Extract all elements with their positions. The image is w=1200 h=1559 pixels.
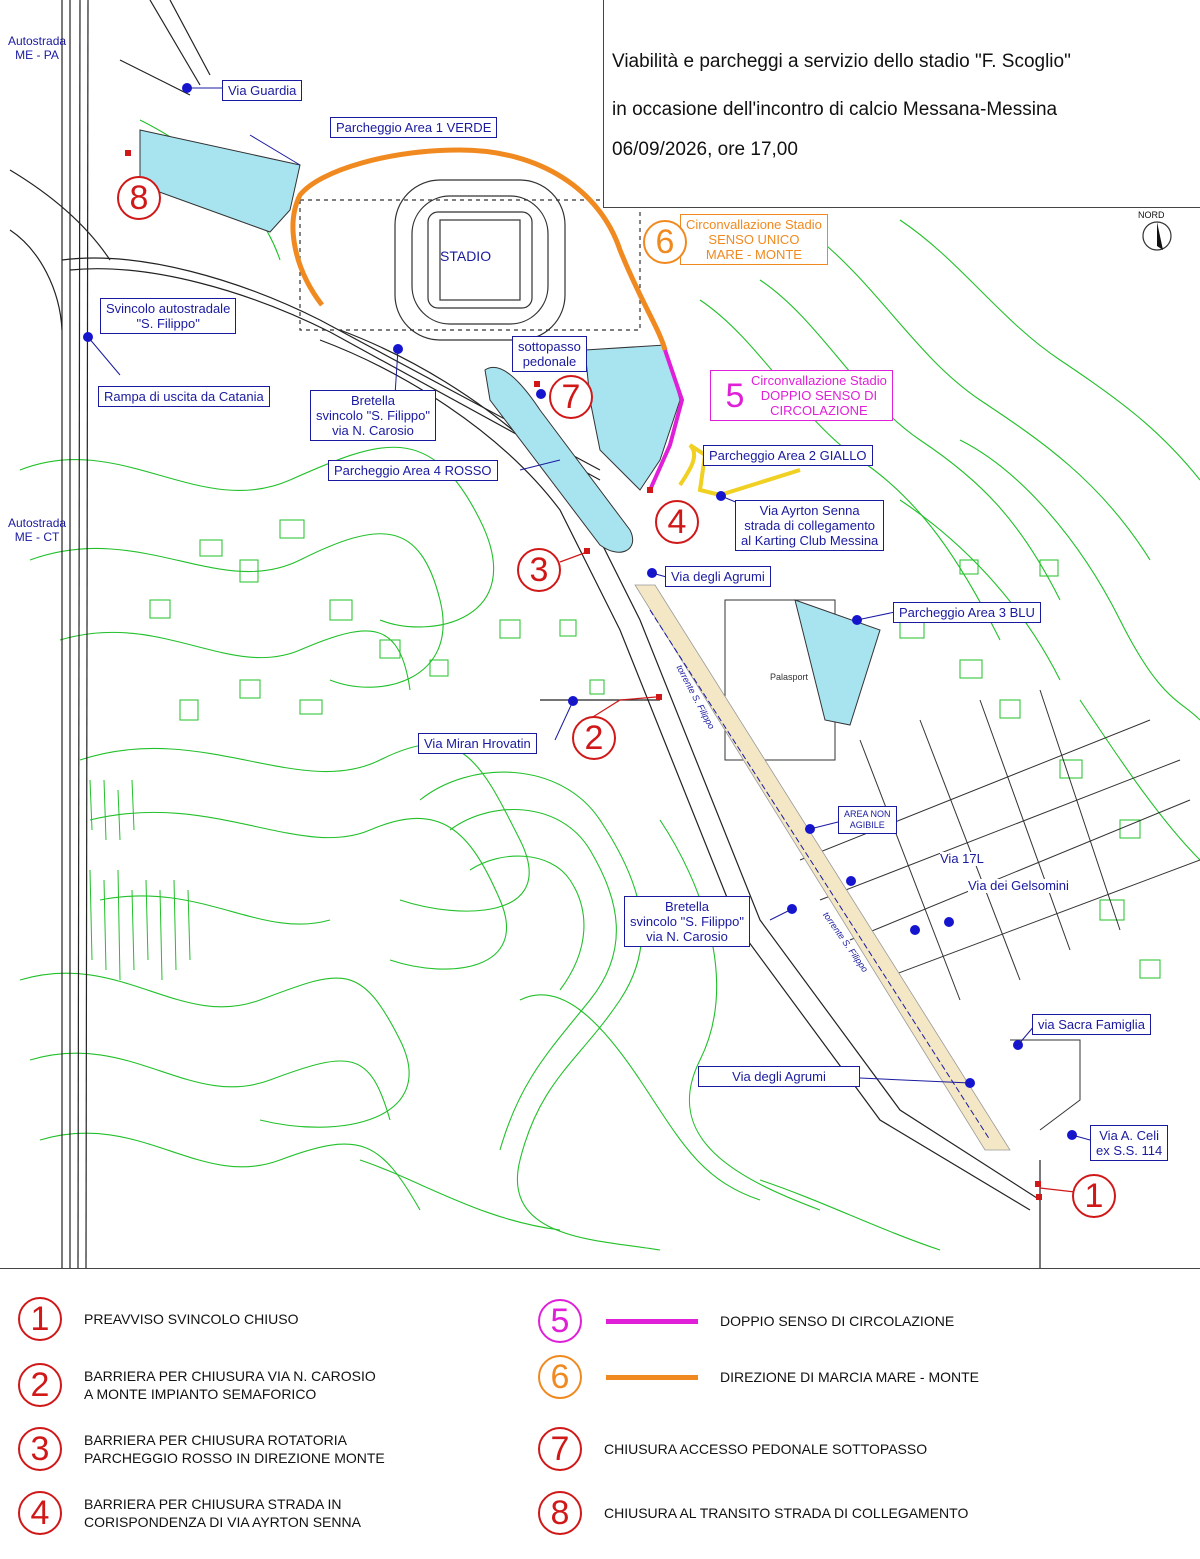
legend-text-8: CHIUSURA AL TRANSITO STRADA DI COLLEGAME… — [604, 1505, 969, 1521]
map-badge-3: 3 — [517, 548, 561, 592]
legend-item-5: 5 DOPPIO SENSO DI CIRCOLAZIONE — [538, 1299, 954, 1343]
north-label: NORD — [1138, 210, 1165, 220]
parking-verde — [139, 129, 301, 233]
one-way-road-orange — [290, 147, 668, 351]
label-parcheggio-rosso: Parcheggio Area 4 ROSSO — [328, 460, 498, 481]
title-line-1: Viabilità e parcheggi a servizio dello s… — [612, 51, 1071, 72]
badge-arrows — [559, 551, 1076, 1193]
title-box: Viabilità e parcheggi a servizio dello s… — [603, 0, 1200, 208]
label-autostrada-pa: Autostrada ME - PA — [8, 34, 67, 62]
legend-badge-4: 4 — [18, 1491, 62, 1535]
legend-item-4: 4 BARRIERA PER CHIUSURA STRADA IN CORISP… — [18, 1491, 361, 1535]
parking-blu — [794, 599, 881, 726]
torrente-line — [649, 609, 991, 1141]
label-via-agrumi-1: Via degli Agrumi — [665, 566, 771, 587]
title-line-3: 06/09/2026, ore 17,00 — [612, 139, 798, 160]
label-bretella-2: Bretella svincolo "S. Filippo" via N. Ca… — [624, 896, 750, 947]
legend-text-2: BARRIERA PER CHIUSURA VIA N. CAROSIO A M… — [84, 1368, 376, 1402]
map-badge-2: 2 — [572, 716, 616, 760]
label-sottopasso: sottopasso pedonale — [512, 336, 587, 372]
legend-text-1: PREAVVISO SVINCOLO CHIUSO — [84, 1311, 299, 1327]
legend-badge-2: 2 — [18, 1363, 62, 1407]
legend-item-7: 7 CHIUSURA ACCESSO PEDONALE SOTTOPASSO — [538, 1427, 927, 1471]
map-badge-6: 6 — [643, 220, 687, 264]
label-area-non-agibile: AREA NON AGIBILE — [838, 806, 897, 834]
title-line-2: in occasione dell'incontro di calcio Mes… — [612, 99, 1058, 120]
map-badge-1: 1 — [1072, 1174, 1116, 1218]
legend-badge-7: 7 — [538, 1427, 582, 1471]
two-way-road-magenta — [648, 349, 685, 491]
legend-badge-5: 5 — [538, 1299, 582, 1343]
legend-badge-8: 8 — [538, 1491, 582, 1535]
legend-line-5 — [606, 1318, 698, 1324]
map-badge-7: 7 — [549, 375, 593, 419]
legend-badge-3: 3 — [18, 1427, 62, 1471]
label-parcheggio-giallo: Parcheggio Area 2 GIALLO — [703, 445, 873, 466]
legend-item-2: 2 BARRIERA PER CHIUSURA VIA N. CAROSIO A… — [18, 1363, 376, 1407]
legend-badge-1: 1 — [18, 1297, 62, 1341]
map-badge-8: 8 — [117, 176, 161, 220]
label-via-gelsomini: Via dei Gelsomini — [968, 878, 1069, 893]
city-grid — [724, 599, 1200, 1131]
legend-text-4: BARRIERA PER CHIUSURA STRADA IN CORISPON… — [84, 1496, 361, 1530]
legend-text-7: CHIUSURA ACCESSO PEDONALE SOTTOPASSO — [604, 1441, 928, 1457]
legend-text-3: BARRIERA PER CHIUSURA ROTATORIA PARCHEGG… — [84, 1432, 385, 1466]
legend-item-1: 1 PREAVVISO SVINCOLO CHIUSO — [18, 1297, 298, 1341]
legend-item-3: 3 BARRIERA PER CHIUSURA ROTATORIA PARCHE… — [18, 1427, 385, 1471]
legend-item-6: 6 DIREZIONE DI MARCIA MARE - MONTE — [538, 1355, 979, 1399]
parking-giallo — [584, 344, 681, 491]
legend-item-8: 8 CHIUSURA AL TRANSITO STRADA DI COLLEGA… — [538, 1491, 968, 1535]
leader-lines — [87, 87, 1091, 1141]
legend: 1 PREAVVISO SVINCOLO CHIUSO 2 BARRIERA P… — [0, 1268, 1200, 1559]
label-bretella-1: Bretella svincolo "S. Filippo" via N. Ca… — [310, 390, 436, 441]
label-rampa: Rampa di uscita da Catania — [98, 386, 270, 407]
torrente-area — [634, 584, 1011, 1151]
label-parcheggio-blu: Parcheggio Area 3 BLU — [893, 602, 1041, 623]
label-via-miran: Via Miran Hrovatin — [418, 733, 537, 754]
legend-text-5: DOPPIO SENSO DI CIRCOLAZIONE — [720, 1313, 955, 1329]
map-badge-4: 4 — [655, 500, 699, 544]
label-via-guardia: Via Guardia — [222, 80, 303, 101]
contour-lines — [19, 119, 1200, 1251]
legend-line-6 — [606, 1374, 698, 1380]
barrier-marks — [125, 150, 1042, 1200]
motorway — [9, 0, 1041, 1270]
label-circonvallazione-6: Circonvallazione Stadio SENSO UNICO MARE… — [680, 214, 828, 265]
via-ayrton-road — [678, 443, 801, 498]
terrace-lines — [89, 779, 191, 981]
map-badge-5: 5 — [715, 376, 755, 416]
label-svincolo: Svincolo autostradale "S. Filippo" — [100, 298, 237, 334]
map-canvas — [9, 0, 1200, 1270]
label-autostrada-ct: Autostrada ME - CT — [8, 516, 67, 544]
label-via-celi: Via A. Celi ex S.S. 114 — [1090, 1125, 1169, 1161]
legend-badge-6: 6 — [538, 1355, 582, 1399]
label-via-agrumi-2: Via degli Agrumi — [698, 1066, 860, 1087]
label-via-17l: Via 17L — [940, 851, 984, 866]
legend-text-6: DIREZIONE DI MARCIA MARE - MONTE — [720, 1369, 980, 1385]
label-via-ayrton: Via Ayrton Senna strada di collegamento … — [735, 500, 885, 551]
north-arrow — [1142, 221, 1172, 251]
label-stadio: STADIO — [440, 248, 492, 264]
label-palasport: Palasport — [770, 672, 809, 682]
stadium — [299, 179, 641, 341]
label-via-sacra-famiglia: via Sacra Famiglia — [1032, 1014, 1151, 1035]
label-parcheggio-verde: Parcheggio Area 1 VERDE — [330, 117, 498, 138]
